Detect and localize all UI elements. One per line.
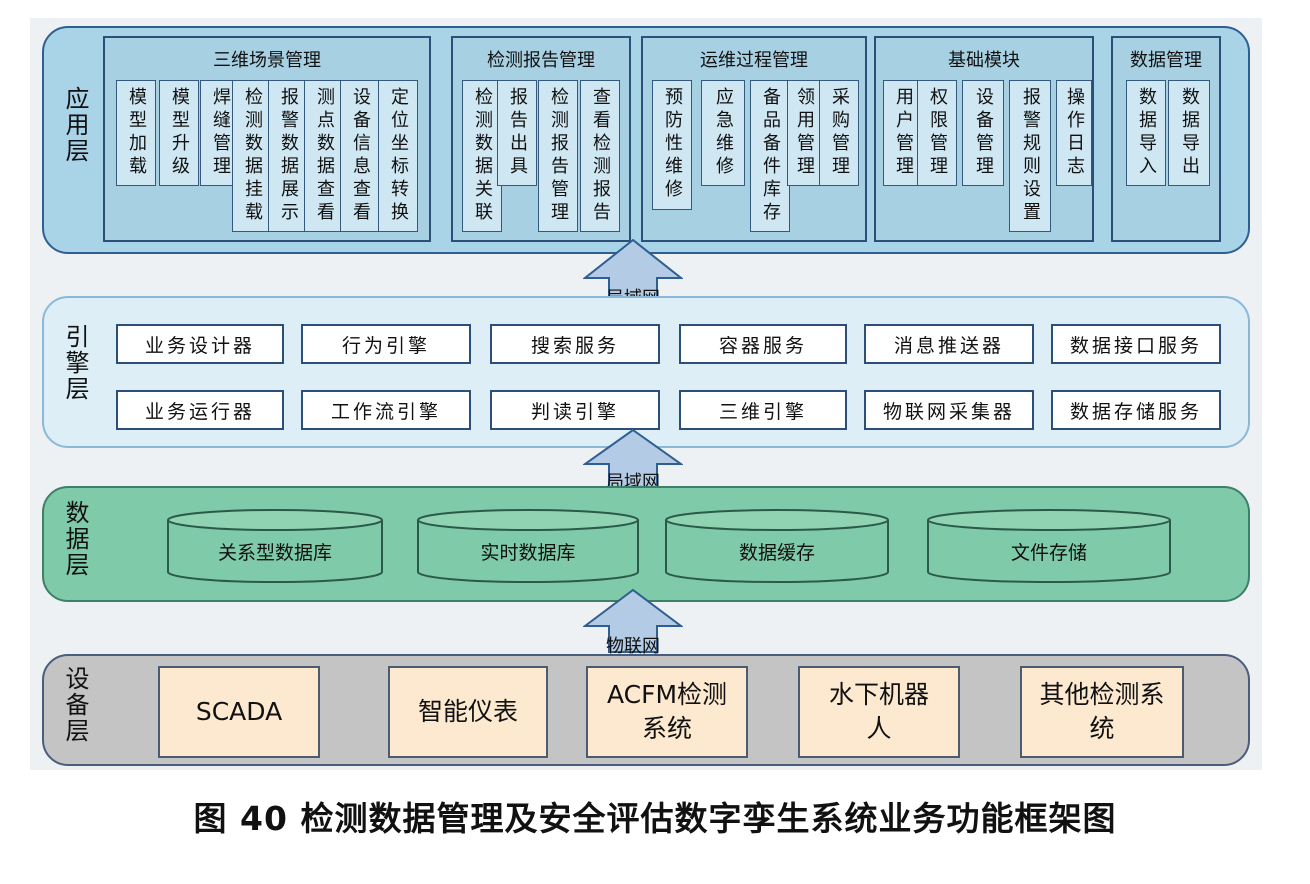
module-box: 数据导入	[1126, 80, 1166, 186]
figure-caption: 图 40 检测数据管理及安全评估数字孪生系统业务功能框架图	[193, 799, 1117, 838]
device-box: SCADA	[158, 666, 320, 758]
engine-box: 工作流引擎	[301, 390, 471, 430]
module-box: 检测数据关联	[462, 80, 502, 232]
engine-box: 搜索服务	[490, 324, 660, 364]
module-box: 报警数据展示	[268, 80, 308, 232]
data-layer-label: 数据层	[61, 500, 89, 578]
module-box: 模型加载	[116, 80, 156, 186]
group-title: 数据管理	[1130, 50, 1202, 71]
engine-box: 数据接口服务	[1051, 324, 1221, 364]
module-box: 领用管理	[787, 80, 821, 186]
module-box: 报警规则设置	[1009, 80, 1051, 232]
engine-box: 业务设计器	[116, 324, 284, 364]
engine-box: 三维引擎	[679, 390, 847, 430]
database-cylinder: 文件存储	[926, 508, 1172, 584]
engine-layer-label: 引擎层	[61, 324, 89, 402]
engine-box: 行为引擎	[301, 324, 471, 364]
database-cylinder: 实时数据库	[416, 508, 640, 584]
arrow-up-icon	[583, 588, 683, 653]
database-cylinder: 数据缓存	[664, 508, 890, 584]
network-label: 物联网	[606, 636, 660, 657]
module-box: 设备信息查看	[340, 80, 380, 232]
module-box: 用户管理	[883, 80, 923, 186]
engine-box: 业务运行器	[116, 390, 284, 430]
module-box: 报告出具	[497, 80, 537, 186]
module-box: 采购管理	[819, 80, 859, 186]
module-box: 操作日志	[1056, 80, 1092, 186]
module-box: 数据导出	[1168, 80, 1210, 186]
module-box: 应急维修	[701, 80, 745, 186]
device-box: 智能仪表	[388, 666, 548, 758]
engine-box: 消息推送器	[864, 324, 1034, 364]
module-box: 模型升级	[159, 80, 199, 186]
module-box: 检测数据挂载	[232, 80, 272, 232]
device-layer-label: 设备层	[61, 666, 89, 744]
device-box: 其他检测系统	[1020, 666, 1184, 758]
device-box: 水下机器人	[798, 666, 960, 758]
engine-box: 数据存储服务	[1051, 390, 1221, 430]
module-box: 设备管理	[962, 80, 1004, 186]
device-box: ACFM检测系统	[586, 666, 748, 758]
module-box: 检测报告管理	[538, 80, 578, 232]
module-box: 备品备件库存	[750, 80, 790, 232]
group-title: 基础模块	[948, 50, 1020, 71]
group-title: 检测报告管理	[487, 50, 595, 71]
database-cylinder: 关系型数据库	[166, 508, 384, 584]
group-title: 运维过程管理	[700, 50, 808, 71]
engine-box: 物联网采集器	[864, 390, 1034, 430]
group-title: 三维场景管理	[213, 50, 321, 71]
module-box: 权限管理	[917, 80, 957, 186]
application-layer-label: 应用层	[61, 86, 89, 164]
module-box: 查看检测报告	[580, 80, 620, 232]
module-box: 预防性维修	[652, 80, 692, 210]
engine-box: 判读引擎	[490, 390, 660, 430]
module-box: 定位坐标转换	[378, 80, 418, 232]
engine-box: 容器服务	[679, 324, 847, 364]
module-box: 测点数据查看	[304, 80, 344, 232]
